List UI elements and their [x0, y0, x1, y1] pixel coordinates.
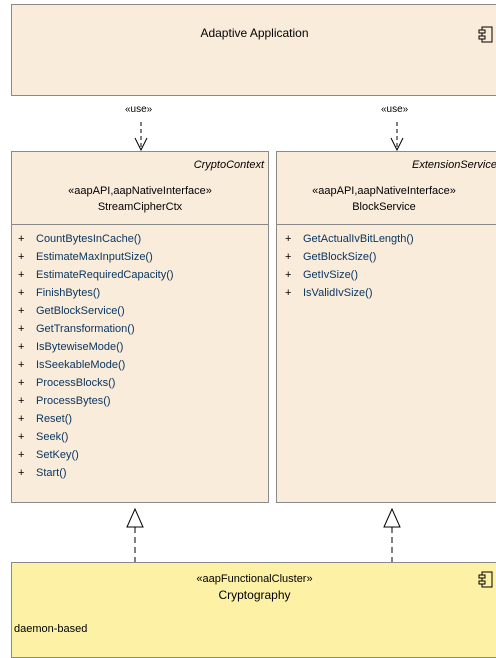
class-name: BlockService — [352, 201, 416, 213]
realization-arrowhead — [383, 507, 401, 528]
operation-item: + IsSeekableMode() — [18, 356, 174, 374]
visibility-marker: + — [285, 233, 292, 245]
operation-item: + GetIvSize() — [285, 266, 414, 284]
component-icon — [478, 26, 493, 43]
operation-item: + SetKey() — [18, 446, 174, 464]
cluster-attribute: daemon-based — [14, 623, 88, 635]
operation-name: IsSeekableMode() — [36, 359, 126, 371]
operation-name: GetBlockService() — [36, 305, 125, 317]
component-icon — [478, 571, 493, 588]
operation-name: Start() — [36, 467, 67, 479]
operation-item: + CountBytesInCache() — [18, 230, 174, 248]
operation-item: + IsBytewiseMode() — [18, 338, 174, 356]
abstract-parent-label: ExtensionService — [412, 159, 496, 171]
operation-name: GetActualIvBitLength() — [303, 233, 414, 245]
operation-item: + GetActualIvBitLength() — [285, 230, 414, 248]
component-title: Adaptive Application — [200, 26, 309, 40]
operation-name: EstimateMaxInputSize() — [36, 251, 153, 263]
operation-name: IsBytewiseMode() — [36, 341, 124, 353]
visibility-marker: + — [18, 377, 25, 389]
operation-name: EstimateRequiredCapacity() — [36, 269, 174, 281]
visibility-marker: + — [18, 359, 25, 371]
use-dependency-arrow — [390, 137, 404, 152]
operation-name: Seek() — [36, 431, 69, 443]
realization-arrowhead — [126, 507, 144, 528]
cluster-name: Cryptography — [218, 588, 291, 602]
visibility-marker: + — [18, 395, 25, 407]
visibility-marker: + — [18, 341, 25, 353]
operation-name: ProcessBytes() — [36, 395, 111, 407]
operation-name: ProcessBlocks() — [36, 377, 116, 389]
operation-name: Reset() — [36, 413, 73, 425]
operation-item: + ProcessBytes() — [18, 392, 174, 410]
operation-item: + Reset() — [18, 410, 174, 428]
cluster-stereotype: «aapFunctionalCluster» — [196, 573, 313, 585]
operation-name: CountBytesInCache() — [36, 233, 142, 245]
visibility-marker: + — [285, 287, 292, 299]
operation-list: + GetActualIvBitLength() + GetBlockSize() + G… — [285, 230, 414, 302]
use-label: «use» — [381, 104, 409, 115]
use-label: «use» — [125, 104, 153, 115]
operation-name: SetKey() — [36, 449, 79, 461]
operation-name: FinishBytes() — [36, 287, 101, 299]
operation-item: + IsValidIvSize() — [285, 284, 414, 302]
visibility-marker: + — [285, 251, 292, 263]
operation-item: + ProcessBlocks() — [18, 374, 174, 392]
operation-name: GetTransformation() — [36, 323, 135, 335]
block-service-class[interactable]: ExtensionService «aapAPI,aapNativeInterf… — [276, 151, 496, 503]
operation-list: + CountBytesInCache() + EstimateMaxInputSiz… — [18, 230, 174, 482]
visibility-marker: + — [18, 233, 25, 245]
class-stereotype: «aapAPI,aapNativeInterface» — [68, 185, 212, 197]
class-separator — [12, 224, 268, 225]
operation-name: GetIvSize() — [303, 269, 359, 281]
operation-item: + EstimateMaxInputSize() — [18, 248, 174, 266]
operation-item: + GetTransformation() — [18, 320, 174, 338]
use-dependency-arrow — [134, 137, 148, 152]
visibility-marker: + — [18, 305, 25, 317]
operation-item: + FinishBytes() — [18, 284, 174, 302]
operation-item: + EstimateRequiredCapacity() — [18, 266, 174, 284]
class-name: StreamCipherCtx — [97, 201, 183, 213]
operation-item: + Start() — [18, 464, 174, 482]
operation-name: GetBlockSize() — [303, 251, 377, 263]
visibility-marker: + — [18, 269, 25, 281]
visibility-marker: + — [18, 431, 25, 443]
visibility-marker: + — [18, 323, 25, 335]
cryptography-cluster[interactable]: «aapFunctionalCluster» Cryptography daem… — [11, 562, 496, 658]
visibility-marker: + — [18, 287, 25, 299]
visibility-marker: + — [18, 449, 25, 461]
operation-item: + GetBlockService() — [18, 302, 174, 320]
operation-name: IsValidIvSize() — [303, 287, 373, 299]
stream-cipher-ctx-class[interactable]: CryptoContext «aapAPI,aapNativeInterface… — [11, 151, 269, 503]
adaptive-application-component[interactable]: Adaptive Application — [11, 4, 496, 96]
operation-item: + Seek() — [18, 428, 174, 446]
class-separator — [277, 224, 496, 225]
visibility-marker: + — [285, 269, 292, 281]
abstract-parent-label: CryptoContext — [193, 159, 264, 171]
visibility-marker: + — [18, 467, 25, 479]
visibility-marker: + — [18, 251, 25, 263]
visibility-marker: + — [18, 413, 25, 425]
operation-item: + GetBlockSize() — [285, 248, 414, 266]
class-stereotype: «aapAPI,aapNativeInterface» — [312, 185, 456, 197]
